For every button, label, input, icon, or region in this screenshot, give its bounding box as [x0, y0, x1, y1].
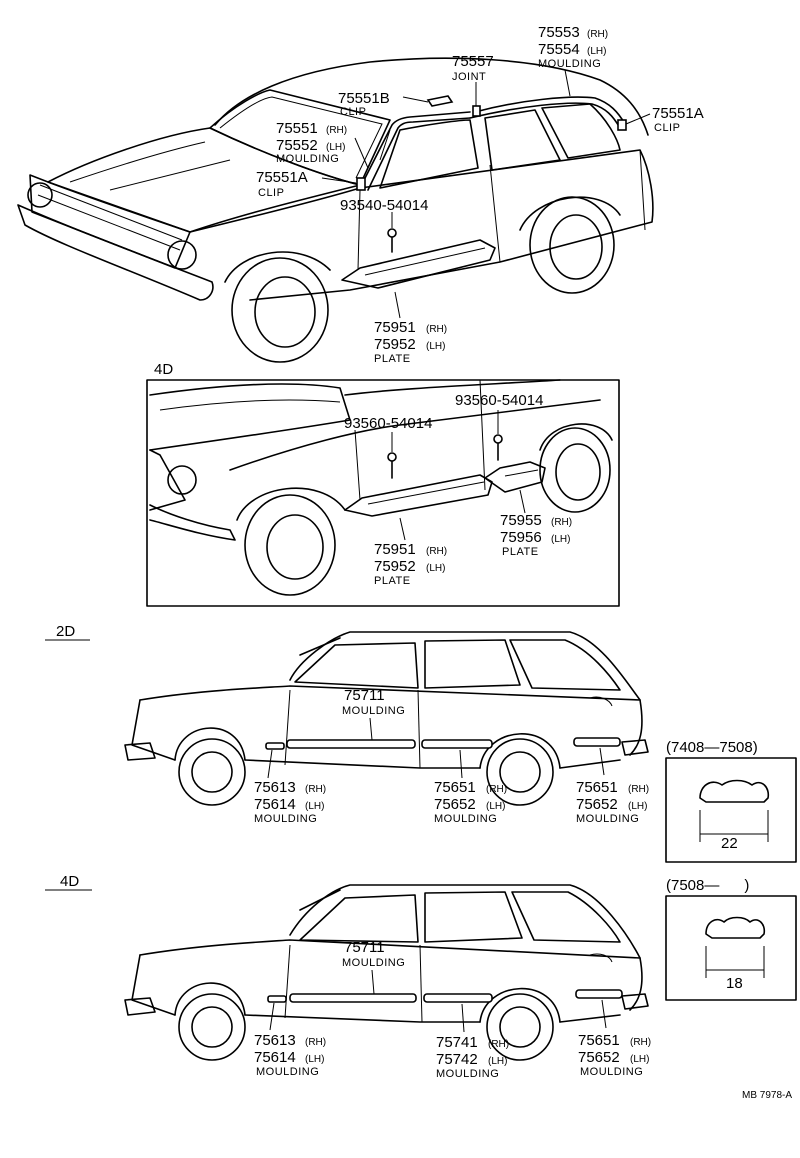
- date-range-label: (7408—7508): [666, 739, 758, 756]
- clip-label: CLIP: [654, 122, 680, 134]
- moulding-label: MOULDING: [256, 1066, 319, 1078]
- side-lh-label: (LH): [326, 142, 345, 153]
- joint-label: JOINT: [452, 71, 486, 83]
- side-lh-label: (LH): [426, 563, 445, 574]
- moulding-label: MOULDING: [276, 153, 339, 165]
- part-number-75951: 75951: [374, 541, 416, 558]
- part-number-75614: 75614: [254, 1049, 296, 1066]
- moulding-label: MOULDING: [436, 1068, 499, 1080]
- section-label-4d: 4D: [154, 361, 173, 378]
- part-number-75711: 75711: [344, 939, 385, 956]
- clip-label: CLIP: [340, 106, 366, 118]
- side-lh-label: (LH): [587, 46, 606, 57]
- side-lh-label: (LH): [305, 801, 324, 812]
- part-number-75741: 75741: [436, 1034, 478, 1051]
- top-car-drawing: [17, 57, 654, 363]
- part-number-75651: 75651: [576, 779, 618, 796]
- side-lh-label: (LH): [305, 1054, 324, 1065]
- side-rh-label: (RH): [305, 784, 326, 795]
- side-rh-label: (RH): [486, 784, 507, 795]
- part-number-75952: 75952: [374, 558, 416, 575]
- side-rh-label: (RH): [628, 784, 649, 795]
- part-number-75652: 75652: [578, 1049, 620, 1066]
- part-number-75742: 75742: [436, 1051, 478, 1068]
- side-lh-label: (LH): [488, 1056, 507, 1067]
- part-number-75651: 75651: [578, 1032, 620, 1049]
- part-number-75552: 75552: [276, 137, 318, 154]
- side-lh-label: (LH): [628, 801, 647, 812]
- part-number-75955: 75955: [500, 512, 542, 529]
- side-rh-label: (RH): [305, 1037, 326, 1048]
- plate-label: PLATE: [374, 353, 411, 365]
- plate-label: PLATE: [502, 546, 539, 558]
- section-label-4d: 4D: [60, 873, 79, 890]
- side-2d-drawing: [45, 631, 649, 806]
- section-detail-1: [665, 757, 797, 863]
- side-lh-label: (LH): [426, 341, 445, 352]
- part-number-75652: 75652: [434, 796, 476, 813]
- part-number-75614: 75614: [254, 796, 296, 813]
- date-range-label: (7508— ): [666, 877, 749, 894]
- side-lh-label: (LH): [630, 1054, 649, 1065]
- part-number-75551: 75551: [276, 120, 318, 137]
- side-rh-label: (RH): [426, 546, 447, 557]
- part-number-75952: 75952: [374, 336, 416, 353]
- moulding-label: MOULDING: [580, 1066, 643, 1078]
- part-number-75951: 75951: [374, 319, 416, 336]
- part-number-93540-54014: 93540-54014: [340, 197, 428, 214]
- moulding-label: MOULDING: [434, 813, 497, 825]
- side-rh-label: (RH): [488, 1039, 509, 1050]
- moulding-label: MOULDING: [342, 705, 405, 717]
- part-number-75551b: 75551B: [338, 90, 390, 107]
- part-number-75956: 75956: [500, 529, 542, 546]
- part-number-75557: 75557: [452, 53, 494, 70]
- part-number-75551a-left: 75551A: [256, 169, 308, 186]
- side-rh-label: (RH): [587, 29, 608, 40]
- width-dimension-label: 18: [726, 975, 743, 992]
- drawing-code: MB 7978-A: [742, 1090, 792, 1101]
- moulding-label: MOULDING: [254, 813, 317, 825]
- side-rh-label: (RH): [551, 517, 572, 528]
- side-rh-label: (RH): [326, 125, 347, 136]
- side-lh-label: (LH): [551, 534, 570, 545]
- clip-label: CLIP: [258, 187, 284, 199]
- part-number-75551a-right: 75551A: [652, 105, 704, 122]
- side-rh-label: (RH): [630, 1037, 651, 1048]
- side-rh-label: (RH): [426, 324, 447, 335]
- side-lh-label: (LH): [486, 801, 505, 812]
- moulding-label: MOULDING: [538, 58, 601, 70]
- width-dimension-label: 22: [721, 835, 738, 852]
- inset-4d-drawing: [146, 379, 620, 607]
- section-detail-2: [665, 895, 797, 1001]
- section-label-2d: 2D: [56, 623, 75, 640]
- part-number-75554: 75554: [538, 41, 580, 58]
- side-4d-drawing: [45, 884, 649, 1061]
- part-number-75651: 75651: [434, 779, 476, 796]
- part-number-75613: 75613: [254, 1032, 296, 1049]
- part-number-75613: 75613: [254, 779, 296, 796]
- part-number-93560-54014: 93560-54014: [344, 415, 432, 432]
- plate-label: PLATE: [374, 575, 411, 587]
- part-number-75652: 75652: [576, 796, 618, 813]
- part-number-75553: 75553: [538, 24, 580, 41]
- moulding-label: MOULDING: [576, 813, 639, 825]
- part-number-93560-54014: 93560-54014: [455, 392, 543, 409]
- moulding-label: MOULDING: [342, 957, 405, 969]
- part-number-75711: 75711: [344, 687, 385, 704]
